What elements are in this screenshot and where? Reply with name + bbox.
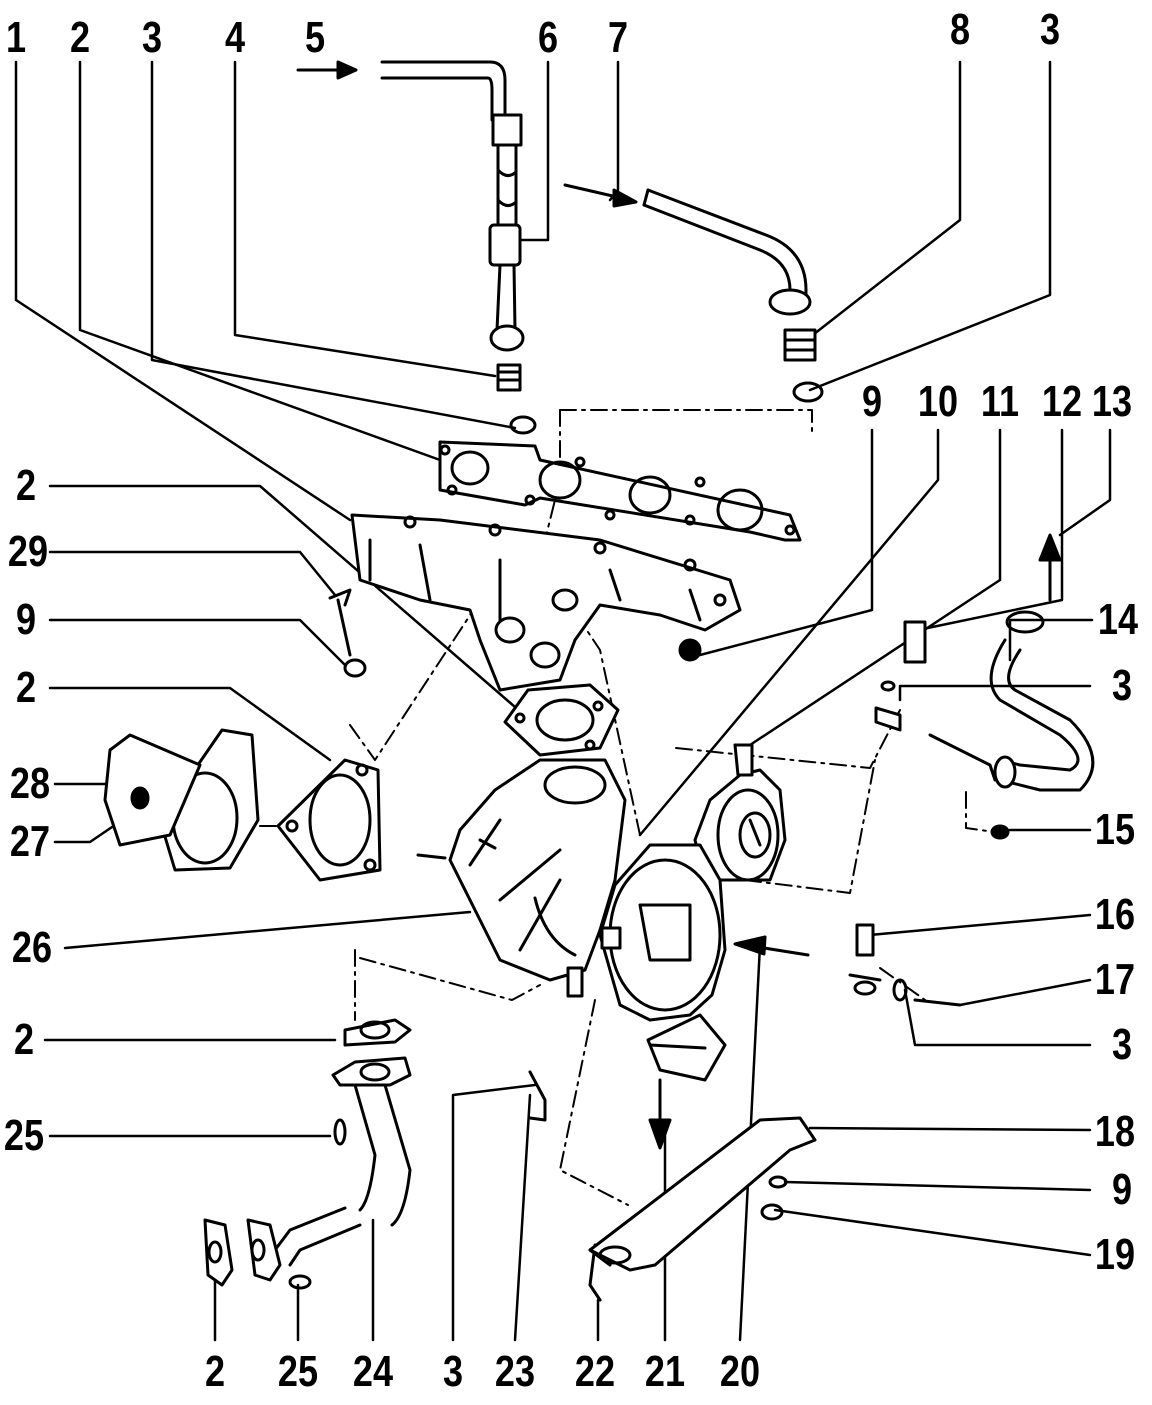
callout-10: 10 <box>917 377 959 426</box>
downpipe <box>203 1018 412 1290</box>
callout-2: 2 <box>15 663 37 712</box>
callout-25: 25 <box>3 1111 45 1160</box>
callout-19: 19 <box>1094 1230 1136 1279</box>
callout-1: 1 <box>5 13 27 62</box>
callout-7: 7 <box>607 13 629 62</box>
callout-6: 6 <box>537 13 559 62</box>
support-bracket <box>588 1116 817 1272</box>
outlet-flange <box>103 728 260 872</box>
manifold-gasket <box>438 440 802 542</box>
callout-2: 2 <box>15 461 37 510</box>
callout-28: 28 <box>9 759 51 808</box>
callout-3: 3 <box>1111 661 1133 710</box>
callout-21: 21 <box>644 1347 686 1396</box>
callout-9: 9 <box>861 377 883 426</box>
callout-9: 9 <box>1111 1165 1133 1214</box>
callout-4: 4 <box>224 13 246 62</box>
callout-26: 26 <box>11 923 53 972</box>
coolant-pipe <box>928 610 1095 792</box>
callout-24: 24 <box>352 1347 394 1396</box>
callout-2: 2 <box>204 1347 226 1396</box>
callout-3: 3 <box>141 13 163 62</box>
callout-9: 9 <box>15 595 37 644</box>
callout-3: 3 <box>442 1347 464 1396</box>
turbocharger <box>448 758 787 1082</box>
callout-11: 11 <box>980 377 1020 426</box>
callout-12: 12 <box>1041 377 1083 426</box>
callout-3: 3 <box>1039 5 1061 54</box>
callout-27: 27 <box>9 817 51 866</box>
callout-5: 5 <box>304 13 326 62</box>
callout-13: 13 <box>1091 377 1133 426</box>
fasteners <box>328 588 1010 1302</box>
callout-18: 18 <box>1094 1107 1136 1156</box>
callout-14: 14 <box>1097 595 1139 644</box>
callout-23: 23 <box>494 1347 536 1396</box>
exhaust-manifold <box>350 513 742 692</box>
callout-16: 16 <box>1094 890 1136 939</box>
oil-return-pipe <box>642 188 824 403</box>
callout-2: 2 <box>13 1015 35 1064</box>
callout-20: 20 <box>719 1347 761 1396</box>
turbo-flange-gasket <box>503 683 620 757</box>
callout-8: 8 <box>949 5 971 54</box>
callout-17: 17 <box>1094 955 1136 1004</box>
callout-3: 3 <box>1111 1020 1133 1069</box>
leader-lines <box>14 60 1112 1342</box>
callout-2: 2 <box>69 13 91 62</box>
callout-22: 22 <box>574 1347 616 1396</box>
oil-feed-pipe <box>380 60 537 435</box>
callout-25: 25 <box>277 1347 319 1396</box>
callout-29: 29 <box>7 527 49 576</box>
flange-gasket-left <box>276 758 382 882</box>
flow-arrows <box>296 60 1062 1150</box>
callout-15: 15 <box>1094 805 1136 854</box>
